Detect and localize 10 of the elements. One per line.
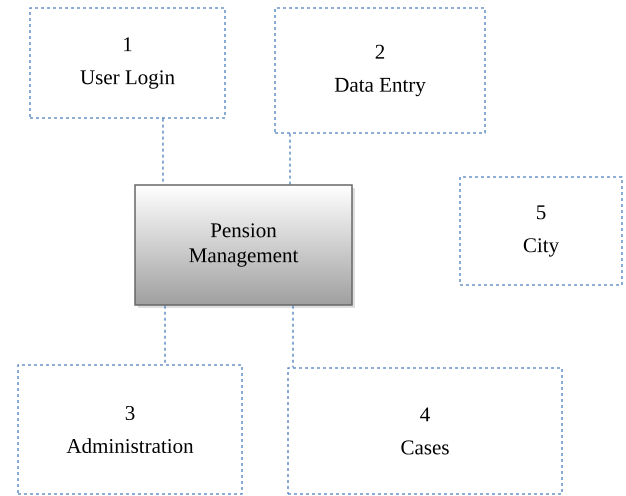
connector-line: [164, 306, 166, 364]
item-box: 2 Data Entry: [274, 7, 486, 134]
item-box: 5 City: [459, 176, 623, 286]
item-box: 1 User Login: [29, 7, 226, 119]
connector-line: [289, 134, 291, 184]
connector-line: [162, 118, 164, 184]
item-box: 3 Administration: [17, 364, 243, 495]
item-box: 4 Cases: [287, 367, 563, 495]
process-box: Pension Management: [134, 184, 355, 308]
connector-line: [292, 306, 294, 368]
